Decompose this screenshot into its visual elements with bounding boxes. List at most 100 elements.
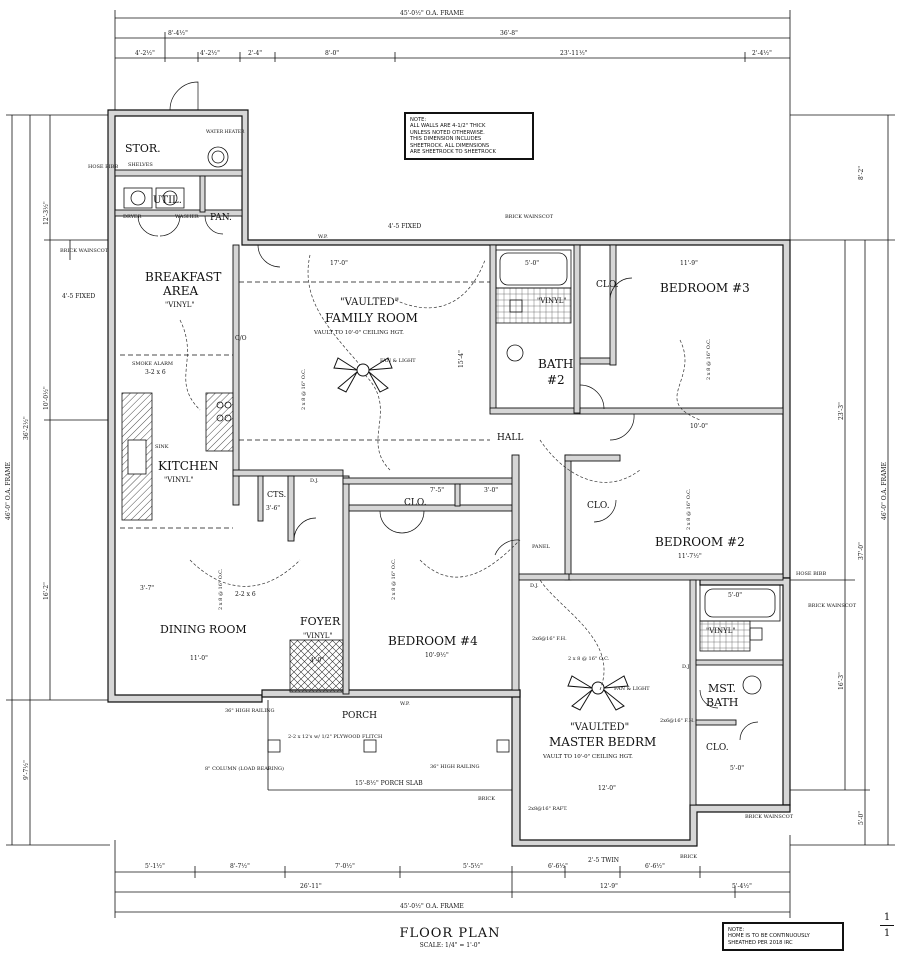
electrical-circuits	[179, 254, 701, 691]
dim-right-8: 8'-2"	[858, 166, 865, 180]
page-marker: 1 1	[880, 912, 894, 939]
drawing-title: FLOOR PLAN	[399, 926, 501, 941]
label-clo-br3: CLO.	[596, 280, 619, 290]
page-marker-bottom: 1	[883, 928, 891, 939]
dimension-labels: 45'-0½" O.A. FRAME 36'-8" 8'-4½" 4'-2½" …	[5, 10, 888, 910]
label-family: FAMILY ROOM	[325, 311, 418, 325]
dim-fixed-4-5: 4'-5 FIXED	[388, 223, 421, 230]
dim-right-oa: 46'-0" O.A. FRAME	[881, 462, 888, 520]
drawing-title-block: FLOOR PLAN SCALE: 1/4" = 1'-0"	[380, 926, 520, 949]
note-joist-br3: 2 x 8 @ 16" O.C.	[705, 338, 712, 380]
dim-bot-5-1: 5'-1½"	[145, 863, 165, 870]
dim-4-2b: 4'-2½"	[200, 50, 220, 57]
label-mst-bath-floor: "VINYL"	[706, 627, 736, 635]
dim-bath-5-0: 5'-0"	[525, 260, 539, 267]
label-master: MASTER BEDRM	[549, 735, 656, 749]
label-utility: UTIL.	[153, 195, 182, 206]
dim-bot-2-5: 2'-5 TWIN	[588, 857, 619, 864]
dim-dining-3-7: 3'-7"	[140, 585, 154, 592]
note-brick-1: BRICK	[478, 796, 495, 802]
dim-br2-10: 10'-0"	[690, 423, 708, 430]
page-marker-top: 1	[883, 912, 891, 923]
label-bath2: BATH	[538, 357, 573, 371]
label-water-heater: WATER HEATER	[206, 129, 245, 135]
label-bath2-num: #2	[547, 373, 565, 387]
dim-br4: 10'-9½"	[425, 652, 449, 659]
note-line-2: ALL WALLS ARE 4-1/2" THICK	[410, 123, 486, 130]
note-beam-3-2x6: 3-2 x 6	[145, 369, 166, 376]
label-sink: SINK	[155, 444, 169, 450]
dim-2-4b: 2'-4½"	[752, 50, 772, 57]
dim-bot-5-5: 5'-5½"	[463, 863, 483, 870]
dim-dining: 11'-0"	[190, 655, 208, 662]
note-fh-1: 2x6@16" F.H.	[532, 635, 567, 642]
label-bedroom2: BEDROOM #2	[655, 535, 745, 549]
dim-8-0: 8'-0"	[325, 50, 339, 57]
dim-br2-11: 11'-7½"	[678, 553, 702, 560]
note-co: C/O	[235, 335, 247, 342]
note-wp-1: W.P.	[318, 234, 328, 240]
label-family-ceiling: VAULT TO 10'-0" CEILING HGT.	[313, 330, 404, 336]
note-joist-br2: 2 x 8 @ 16" O.C.	[685, 488, 692, 530]
note-brick-wainscot-2: BRICK WAINSCOT	[505, 214, 554, 220]
note-line-3: UNLESS NOTED OTHERWISE.	[410, 129, 485, 136]
wall-thickness-note: NOTE: ALL WALLS ARE 4-1/2" THICK UNLESS …	[404, 112, 534, 161]
dim-left-36: 36'-2½"	[23, 416, 30, 440]
note-porch-railing-2: 36" HIGH RAILING	[430, 764, 480, 770]
label-washer: WASHER	[175, 214, 199, 220]
sheathing-line-1: NOTE:	[728, 927, 745, 933]
dim-2-4: 2'-4"	[248, 50, 262, 57]
dim-8-4: 8'-4½"	[168, 30, 188, 37]
label-bedroom3: BEDROOM #3	[660, 281, 750, 295]
note-wp-2: W.P.	[400, 701, 410, 707]
note-joist-dining: 2 x 8 @ 16" O.C.	[217, 568, 224, 610]
label-clo-br2: CLO.	[587, 501, 610, 511]
dim-bot-8-7: 8'-7½"	[230, 863, 250, 870]
label-fan-light: FAN & LIGHT	[380, 358, 416, 364]
label-cts: CTS.	[267, 490, 286, 499]
dim-right-23: 23'-3"	[838, 402, 845, 420]
note-plywood: 2-2 x 12's w/ 1/2" PLYWOOD FLITCH	[288, 734, 383, 740]
label-master-ceiling: VAULT TO 10'-0" CEILING HGT.	[542, 754, 633, 760]
label-mst-bath-1: MST.	[708, 682, 736, 695]
note-beam-2-2x6: 2-2 x 6	[235, 591, 256, 598]
dim-foyer-4-0: 4'-0"	[310, 657, 324, 664]
label-breakfast-2: AREA	[162, 284, 198, 298]
sheathing-note: NOTE: HOME IS TO BE CONTINUOUSLY SHEATHE…	[722, 922, 844, 952]
note-smoke-alarm: SMOKE ALARM	[132, 361, 173, 367]
label-porch: PORCH	[342, 711, 377, 721]
label-dryer: DRYER	[123, 214, 142, 220]
label-pantry: PAN.	[210, 213, 232, 223]
dim-master: 12'-0"	[598, 785, 616, 792]
note-brick-2: BRICK	[680, 854, 697, 860]
label-panel: PANEL	[532, 544, 551, 550]
label-master-fan: FAN & LIGHT	[614, 686, 650, 692]
label-shelves: SHELVES	[128, 162, 153, 168]
dim-bot-12-9: 12'-9"	[600, 883, 618, 890]
note-column: 8" COLUMN (LOAD BEARING)	[205, 765, 284, 772]
note-line-5: SHEETROCK. ALL DIMENSIONS	[410, 142, 490, 149]
dim-36-8: 36'-8"	[500, 30, 518, 37]
dim-right-16: 16'-3"	[838, 672, 845, 690]
dim-4-2a: 4'-2½"	[135, 50, 155, 57]
note-brick-wainscot-1: BRICK WAINSCOT	[60, 248, 109, 254]
label-mst-bath-2: BATH	[706, 696, 738, 709]
dim-bot-6-6a: 6'-6½"	[548, 863, 568, 870]
dim-porch-slab: 15'-8½" PORCH SLAB	[355, 780, 423, 787]
label-kitchen-floor: "VINYL"	[164, 476, 194, 484]
note-joist-br4: 2 x 8 @ 16" O.C.	[390, 558, 397, 600]
label-bath2-floor: "VINYL"	[537, 297, 567, 305]
drawing-scale: SCALE: 1/4" = 1'-0"	[419, 942, 481, 949]
dim-fam-17: 17'-0"	[330, 260, 348, 267]
dim-br3: 11'-9"	[680, 260, 698, 267]
label-breakfast-1: BREAKFAST	[145, 270, 221, 284]
dim-fam-15: 15'-4"	[458, 350, 465, 368]
dim-mst-5-0: 5'-0"	[728, 592, 742, 599]
label-kitchen: KITCHEN	[158, 459, 219, 473]
note-raft: 2x8@16" RAFT.	[528, 805, 568, 812]
note-dj-1: D.J.	[310, 478, 319, 484]
dim-right-5: 5'-0"	[858, 811, 865, 825]
label-hall: HALL	[497, 433, 523, 443]
note-brick-wainscot-4: BRICK WAINSCOT	[745, 814, 794, 820]
